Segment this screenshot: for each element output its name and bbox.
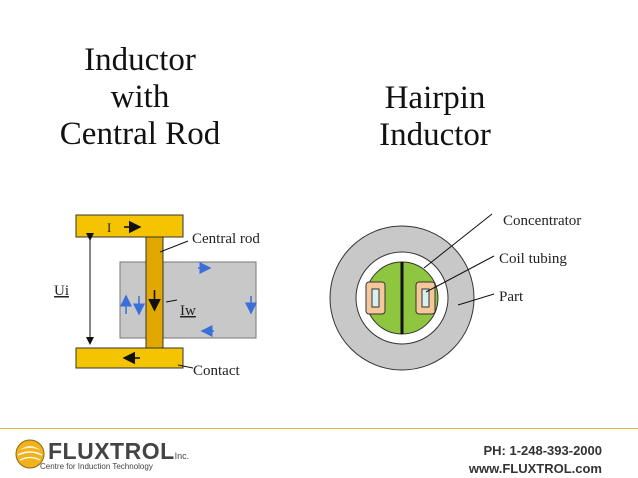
part-label: Part	[499, 289, 524, 305]
fluxtrol-globe-icon	[15, 439, 45, 469]
central-rod-inductor-diagram: I Central rod Ui Iw Contact	[54, 214, 260, 379]
top-bus-bar	[75, 214, 184, 238]
coil-tubing-leader	[425, 255, 495, 293]
contact-label: Contact	[193, 363, 240, 379]
title-line: Inductor	[84, 42, 196, 78]
concentrator-leader	[423, 213, 493, 269]
website-link[interactable]: www.FLUXTROL.com	[468, 461, 602, 476]
part-leader	[457, 293, 495, 306]
title-hairpin-inductor: Hairpin Inductor	[340, 80, 530, 154]
current-label: I	[107, 220, 111, 235]
title-line: Central Rod	[59, 116, 221, 152]
coil-tubing-left-core	[371, 288, 380, 308]
logo-tagline: Centre for Induction Technology	[40, 462, 153, 471]
central-rod-leader	[159, 240, 189, 253]
title-line: with	[110, 79, 170, 115]
title-inductor-central-rod: Inductor with Central Rod	[40, 42, 240, 153]
ui-label: Ui	[54, 283, 69, 299]
iw-leader	[165, 299, 178, 303]
title-line: Inductor	[379, 117, 491, 153]
logo-inc: Inc.	[174, 451, 190, 461]
concentrator-label: Concentrator	[503, 213, 581, 229]
hairpin-inductor-diagram: Concentrator Coil tubing Part	[329, 213, 581, 371]
phone-number: PH: 1-248-393-2000	[483, 443, 602, 458]
central-rod-label: Central rod	[192, 231, 260, 247]
logo-word: FLUXTROL	[48, 438, 175, 464]
coil-tubing-right-core	[421, 288, 430, 308]
coil-tubing-label: Coil tubing	[499, 251, 567, 267]
iw-label: Iw	[180, 303, 196, 319]
contact-leader	[177, 364, 194, 369]
title-line: Hairpin	[384, 80, 486, 116]
footer-divider	[0, 428, 638, 429]
workpiece-block	[119, 261, 257, 339]
